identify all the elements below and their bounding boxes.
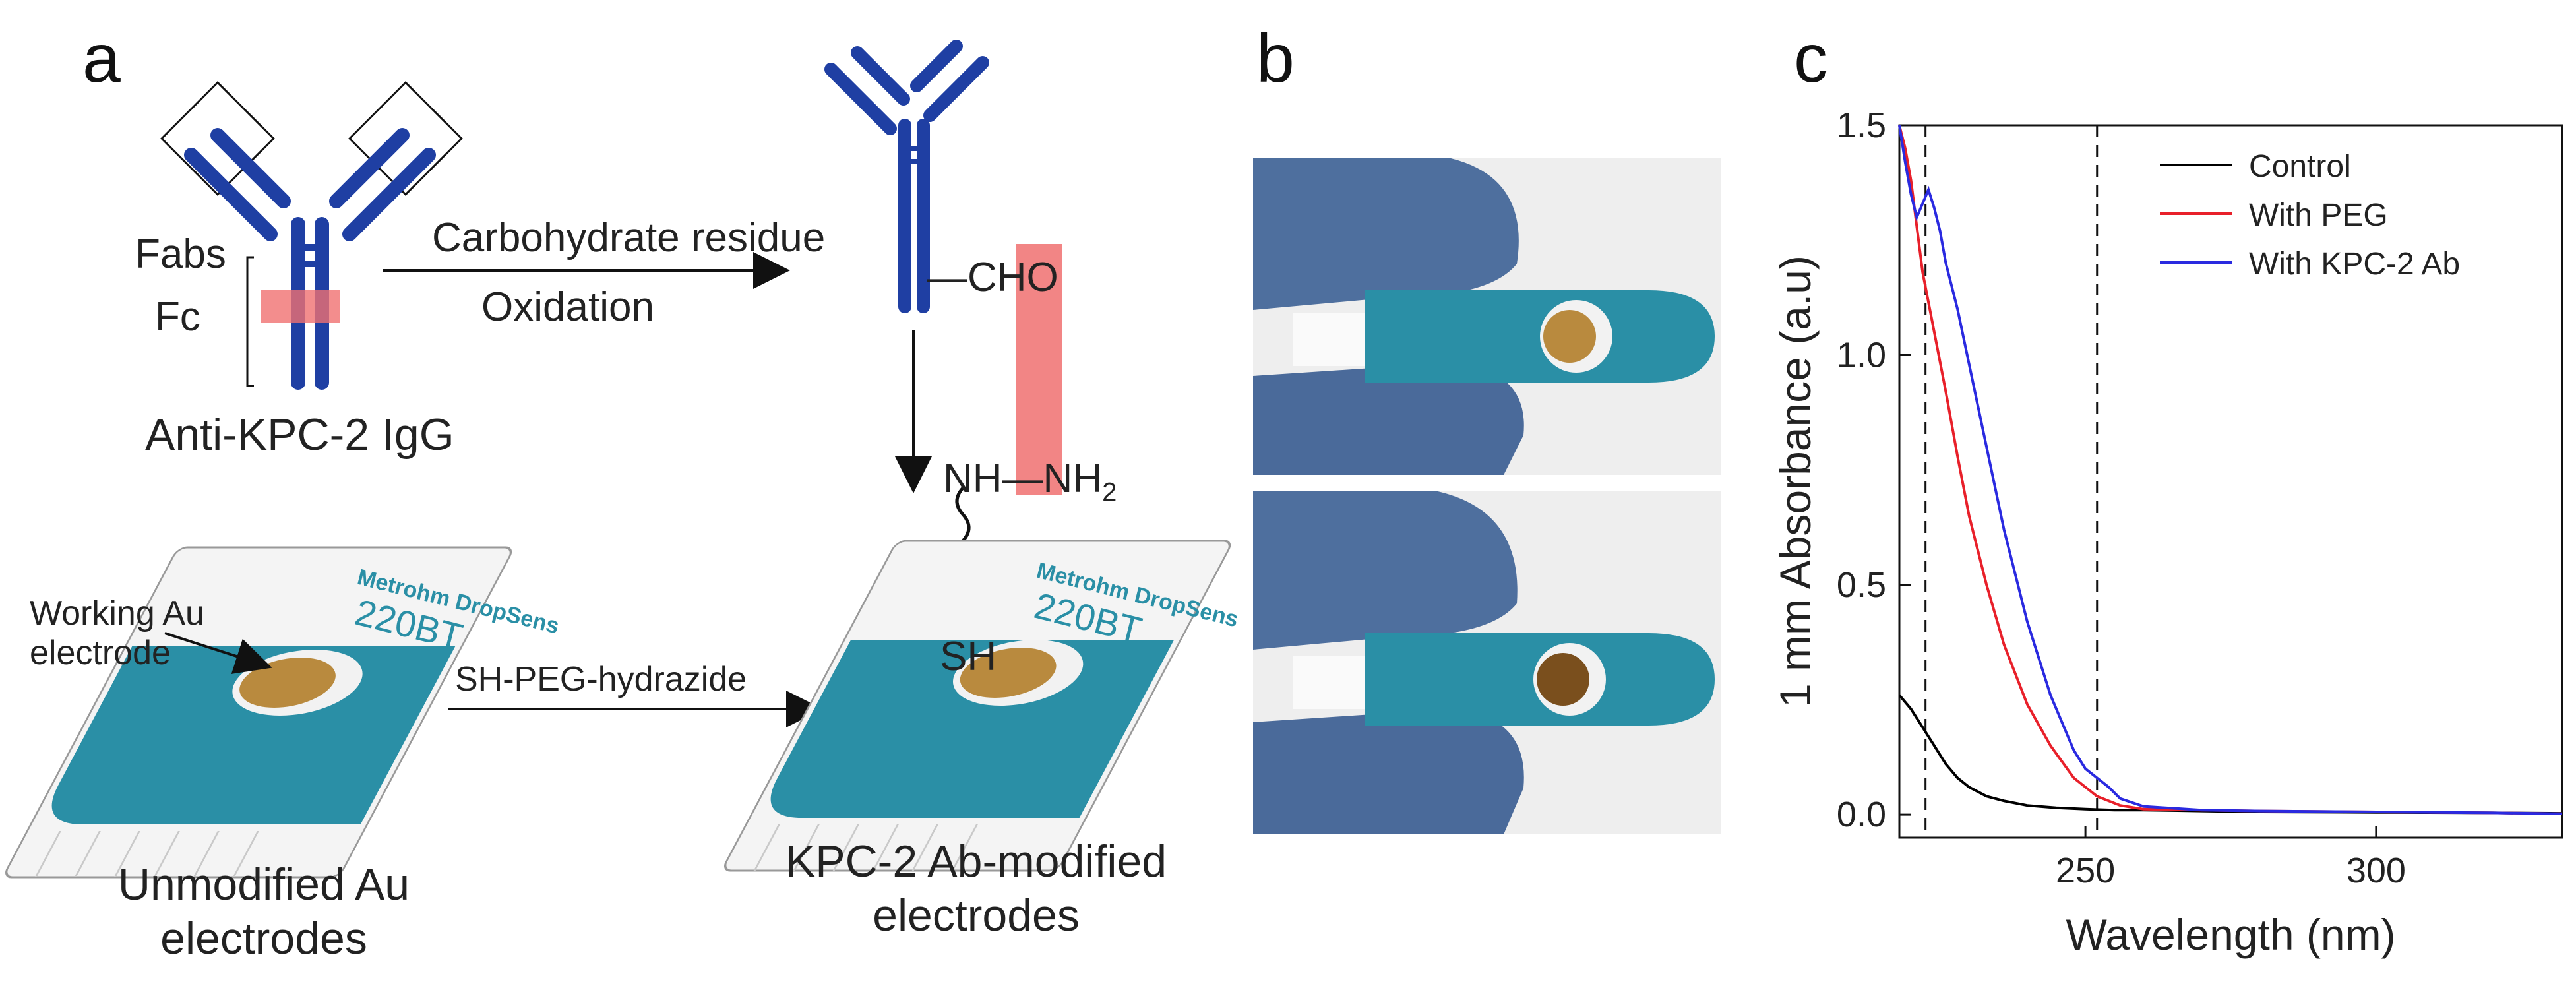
y-tick-label: 1.5 <box>1837 106 1886 145</box>
hydrazide-label: NH—NH2 <box>943 455 1117 507</box>
y-axis-label: 1 mm Absorbance (a.u) <box>1771 255 1820 708</box>
x-axis-label: Wavelength (nm) <box>2066 910 2395 959</box>
aldehyde-highlight <box>1016 244 1062 495</box>
x-tick-label: 250 <box>2056 851 2115 890</box>
hydrazide-subscript: 2 <box>1102 478 1117 507</box>
series-line-1 <box>1898 125 2563 815</box>
panel-letter-b: b <box>1256 20 1295 97</box>
fabs-label: Fabs <box>135 232 226 277</box>
reaction2-label: SH-PEG-hydrazide <box>455 660 747 698</box>
y-tick-label: 1.0 <box>1837 335 1886 375</box>
electrode-modified-icon <box>724 540 1231 872</box>
legend-label-0: Control <box>2249 149 2351 184</box>
plot-frame <box>1898 124 2563 839</box>
aldehyde-label: —CHO <box>927 255 1058 300</box>
photo-electrode-modified <box>1253 491 1721 834</box>
legend-label-1: With PEG <box>2249 198 2388 233</box>
modified-electrodes-label: KPC-2 Ab-modified electrodes <box>739 834 1213 943</box>
unmodified-electrodes-label: Unmodified Au electrodes <box>59 857 468 966</box>
reaction1-bottom-label: Oxidation <box>481 284 654 330</box>
panel-letter-c: c <box>1794 20 1828 97</box>
unmodified-line1: Unmodified Au <box>117 859 410 910</box>
modified-line1: KPC-2 Ab-modified <box>785 836 1167 886</box>
modified-line2: electrodes <box>873 890 1080 941</box>
antibody-oxidized-icon <box>824 40 1062 495</box>
working-electrode-label: Working Au electrode <box>30 594 204 673</box>
fc-highlight <box>261 290 340 323</box>
photo-electrode-unmodified <box>1253 158 1721 475</box>
y-tick-label: 0.5 <box>1837 565 1886 605</box>
y-tick-label: 0.0 <box>1837 795 1886 834</box>
x-tick-label: 300 <box>2346 851 2406 890</box>
igg-label: Anti-KPC-2 IgG <box>145 410 454 460</box>
fc-label: Fc <box>155 294 200 340</box>
schematic-graphics: Metrohm DropSens 220BT Metrohm DropSens … <box>5 40 1240 879</box>
series-line-0 <box>1898 694 2563 815</box>
hydrazide-text: NH—NH <box>943 456 1103 501</box>
antibody-full-icon <box>160 81 463 390</box>
unmodified-line2: electrodes <box>160 913 367 964</box>
working-electrode-line1: Working Au <box>30 594 204 633</box>
thiol-label: SH <box>940 634 997 679</box>
series-line-2 <box>1898 125 2563 815</box>
reaction1-top-label: Carbohydrate residue <box>432 215 826 261</box>
panel-letter-a: a <box>82 20 121 97</box>
legend-label-2: With KPC-2 Ab <box>2249 247 2460 282</box>
working-electrode-line2: electrode <box>30 634 171 672</box>
